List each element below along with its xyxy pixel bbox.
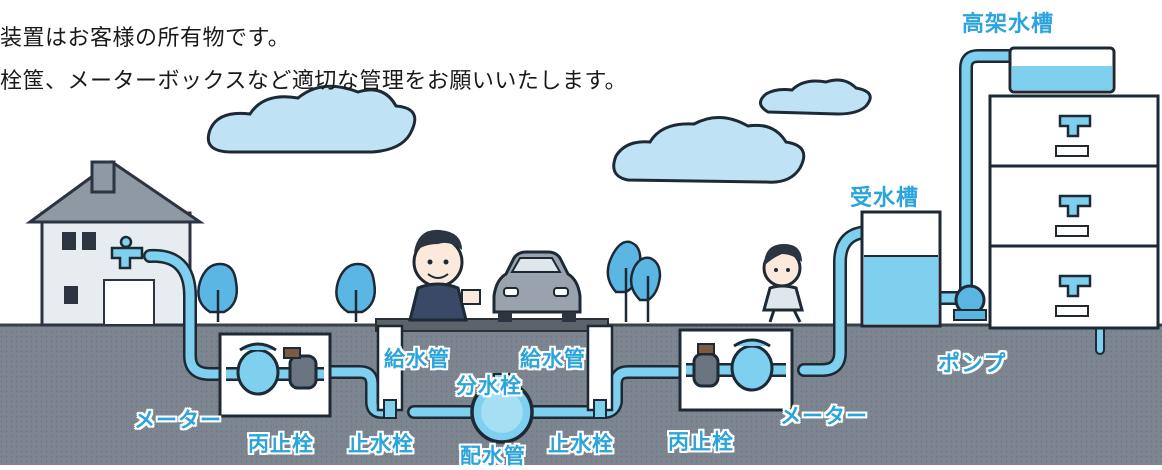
- tree-icon: [606, 240, 662, 322]
- label-supply-pipe-left: 給水管: [384, 347, 450, 371]
- cloud-icon: [206, 84, 417, 154]
- meter-box-left: [218, 332, 332, 418]
- girl-icon: [762, 244, 804, 323]
- stop-valve-box-left: [376, 324, 404, 419]
- tree-icon: [197, 262, 238, 322]
- faucet-icon: [110, 235, 144, 270]
- label-supply-pipe-right: 給水管: [520, 347, 586, 371]
- man-icon: [408, 229, 481, 322]
- tree-icon: [335, 262, 376, 322]
- elevated-water-tank-icon: [1008, 46, 1116, 94]
- label-check-valve-left: 丙止栓: [248, 432, 314, 456]
- label-distribution-main: 配水管: [460, 444, 526, 468]
- meter-icon: [730, 338, 774, 392]
- label-elevated-tank: 高架水槽: [962, 12, 1055, 37]
- house-icon: [25, 160, 205, 327]
- car-icon: [492, 250, 582, 322]
- label-stop-valve-right: 止水栓: [548, 432, 614, 456]
- cloud-icon: [612, 116, 806, 184]
- meter-box-right: [678, 328, 794, 412]
- label-meter-left: メーター: [134, 408, 222, 432]
- label-check-valve-right: 丙止栓: [668, 430, 734, 454]
- meter-icon: [236, 342, 280, 396]
- distribution-main-icon: [470, 373, 534, 444]
- intro-line-2: 栓筺、メーターボックスなど適切な管理をお願いいたします。: [0, 69, 628, 94]
- water-tank-icon: [860, 210, 942, 328]
- faucet-icon: [1058, 114, 1092, 298]
- check-valve-icon: [283, 347, 318, 390]
- label-stop-valve-left: 止水栓: [348, 432, 414, 456]
- label-receiving-tank: 受水槽: [850, 186, 920, 211]
- pump-icon: [953, 284, 987, 321]
- intro-line-1: 装置はお客様の所有物です。: [0, 26, 291, 51]
- label-meter-right: メーター: [780, 404, 868, 428]
- label-pump: ポンプ: [938, 352, 1007, 377]
- check-valve-icon: [692, 343, 720, 388]
- stop-valve-box-right: [586, 324, 614, 419]
- cloud-icon: [759, 78, 872, 116]
- label-branch-valve: 分水栓: [456, 374, 522, 398]
